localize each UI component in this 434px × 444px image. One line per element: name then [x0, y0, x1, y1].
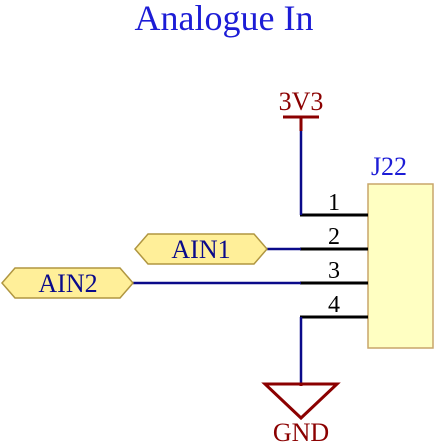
pin-1-number: 1 [328, 190, 340, 216]
net-label-ain2-text: AIN2 [38, 269, 97, 298]
sheet-title: Analogue In [135, 0, 314, 38]
pin-3-number: 3 [328, 258, 340, 284]
net-label-ain1: AIN1 [134, 233, 268, 265]
pin-2-number: 2 [328, 224, 340, 250]
connector-j22: J22 1 2 3 4 [300, 152, 434, 349]
ground-symbol: GND [261, 382, 341, 444]
net-label-ain2: AIN2 [1, 267, 134, 299]
power-label: 3V3 [279, 87, 324, 116]
net-label-ain2-shape [1, 267, 134, 299]
wires [133, 131, 303, 384]
pin-4-number: 4 [328, 292, 340, 318]
power-symbol-3v3: 3V3 [279, 87, 324, 131]
net-label-ain1-text: AIN1 [171, 235, 230, 264]
ground-label: GND [273, 418, 329, 444]
connector-ref: J22 [371, 152, 407, 181]
connector-body [367, 183, 434, 349]
ground-triangle [261, 382, 341, 421]
net-label-ain1-shape [134, 233, 268, 265]
